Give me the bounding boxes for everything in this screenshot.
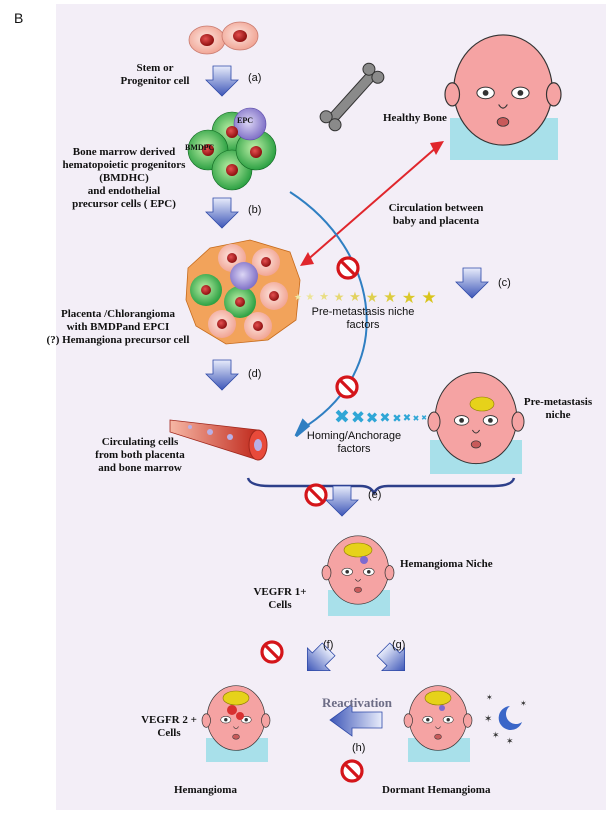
vegfr1-label: VEGFR 1+Cells [253, 586, 307, 611]
bmdpc-label: BMDPC [185, 143, 215, 152]
svg-text:★: ★ [319, 290, 329, 303]
svg-text:✶: ✶ [486, 693, 493, 702]
premetastasis-baby-icon [427, 371, 525, 474]
svg-text:✖: ✖ [392, 412, 401, 425]
svg-text:✖: ✖ [380, 411, 391, 426]
panel-letter: B [14, 10, 24, 26]
reactivation-label: Reactivation [322, 695, 393, 710]
brace-icon [246, 477, 516, 495]
svg-text:★: ★ [334, 290, 345, 304]
no-sign-h-icon [340, 759, 364, 783]
hemangioma-niche-label: Hemangioma Niche [400, 558, 493, 570]
step-g-label: (g) [392, 639, 406, 651]
homing-crosses-icon: ✖ ✖ ✖ ✖ ✖ ✖ ✖ ✖ [334, 406, 427, 428]
blood-vessel-icon [169, 419, 268, 461]
no-sign-f-icon [260, 640, 284, 664]
hemangioma-niche-baby-icon [321, 535, 395, 616]
svg-text:★: ★ [294, 293, 302, 303]
step-e-label: (e) [368, 489, 382, 501]
step-h-label: (h) [352, 742, 366, 754]
svg-text:✶: ✶ [520, 699, 527, 708]
healthy-bone-label: Healthy Bone [383, 112, 447, 124]
dormant-hemangioma-label: Dormant Hemangioma [382, 784, 491, 796]
svg-text:✶: ✶ [506, 737, 514, 747]
epc-label: EPC [237, 116, 253, 125]
svg-text:✖: ✖ [366, 409, 379, 427]
stem-cells-icon [188, 21, 259, 55]
no-sign-e-icon [304, 483, 328, 507]
no-sign-premetastasis-icon [336, 256, 360, 280]
svg-text:✖: ✖ [403, 413, 411, 424]
bmdpc-epc-cluster-icon [187, 107, 277, 191]
svg-text:★: ★ [421, 288, 436, 308]
premetastasis-stars-icon: ★ ★ ★ ★ ★ ★ ★ ★ ★ [294, 288, 437, 308]
arrow-h-icon [329, 703, 383, 737]
svg-text:✖: ✖ [421, 414, 427, 422]
arrow-d-icon [205, 359, 239, 391]
arrow-a-icon [205, 65, 239, 97]
svg-text:★: ★ [383, 288, 396, 306]
bone-icon [319, 62, 385, 132]
step-c-label: (c) [498, 277, 511, 289]
no-sign-homing-icon [335, 375, 359, 399]
svg-text:★: ★ [366, 290, 379, 306]
moon-stars-icon: ✶ ✶ ✶ ✶ ✶ [484, 693, 527, 747]
step-b-label: (b) [248, 204, 262, 216]
arrow-b-icon [205, 197, 239, 229]
placenta-cluster-icon [185, 239, 301, 345]
step-d-label: (d) [248, 368, 262, 380]
arrow-e-icon [325, 485, 359, 517]
svg-text:✖: ✖ [334, 406, 350, 428]
svg-text:✖: ✖ [351, 408, 365, 428]
step-a-label: (a) [248, 72, 262, 84]
svg-text:✶: ✶ [484, 714, 492, 725]
dormant-baby-icon [403, 685, 473, 762]
circulation-arrow-icon [300, 141, 444, 266]
svg-text:★: ★ [349, 290, 361, 305]
healthy-baby-icon [444, 34, 562, 160]
hemangioma-label: Hemangioma [174, 784, 237, 796]
arrow-c-icon [455, 267, 489, 299]
vegfr2-label: VEGFR 2 +Cells [141, 714, 197, 739]
svg-text:✖: ✖ [413, 414, 420, 423]
blue-curved-arrow-icon [289, 191, 368, 438]
svg-text:★: ★ [402, 288, 416, 307]
svg-text:✶: ✶ [492, 731, 500, 741]
svg-text:★: ★ [306, 292, 315, 303]
hemangioma-baby-icon [201, 685, 271, 762]
step-f-label: (f) [323, 639, 334, 651]
